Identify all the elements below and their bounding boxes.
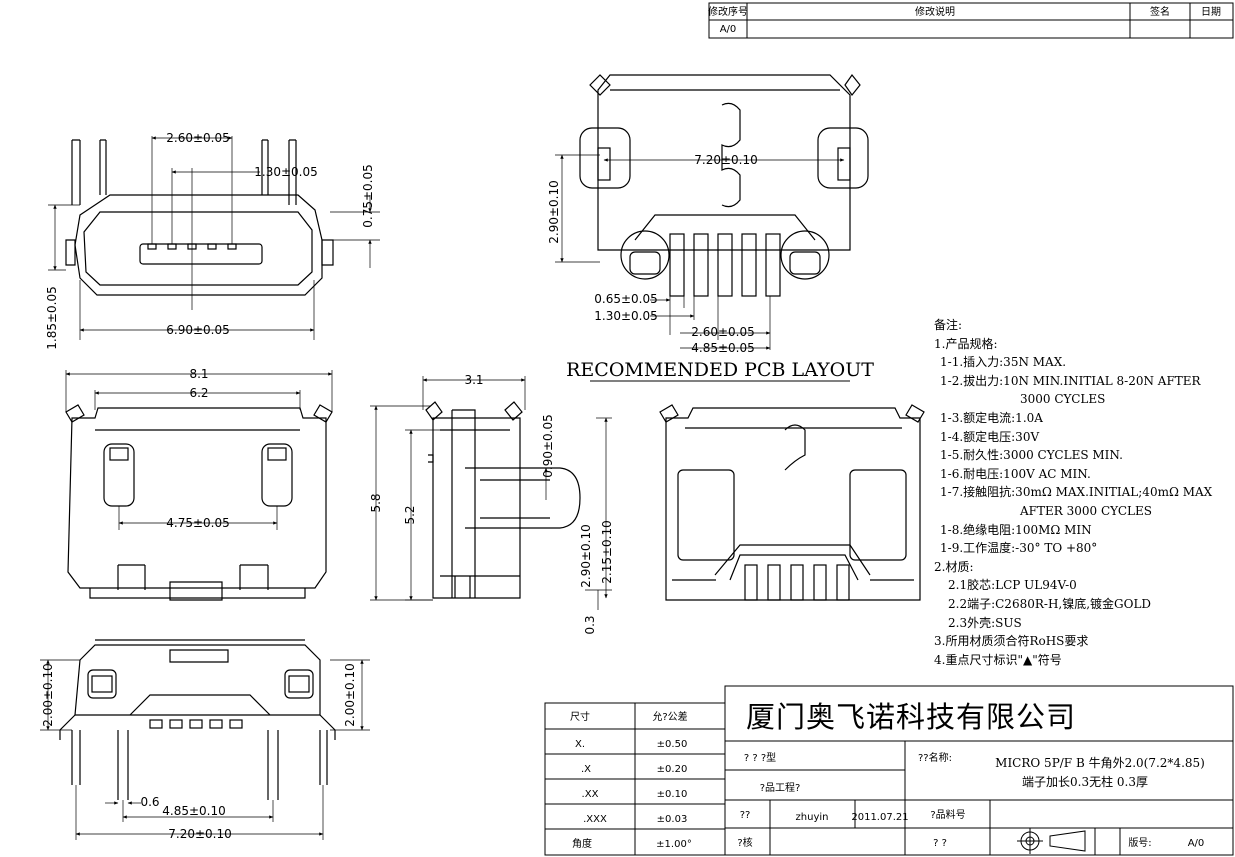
tol-row-4-key: 角度	[572, 837, 592, 850]
bottom-dim-span: 4.85±0.10	[162, 804, 226, 818]
tol-row-3-key: .XXX	[583, 814, 607, 825]
spec-item: 1-5.耐久性:3000 CYCLES MIN.	[940, 448, 1123, 463]
tb-part-no-label: ?品料号	[930, 808, 965, 821]
spec-item: 1-2.拔出力:10N MIN.INITIAL 8-20N AFTER	[940, 373, 1201, 388]
bottom-view-dims	[40, 659, 370, 840]
rev-header-date: 日期	[1201, 6, 1221, 18]
spec-item: 1-8.绝缘电阻:100MΩ MIN	[940, 522, 1092, 537]
front-view	[65, 139, 334, 296]
rev-header-no: 修改序号	[708, 5, 748, 18]
tol-row-0-val: ±0.50	[657, 739, 688, 750]
spec-item: 1-1.插入力:35N MAX.	[940, 355, 1067, 370]
spec-item: 1-9.工作温度:-30° TO +80°	[940, 541, 1098, 556]
material-item: 2.1胶芯:LCP UL94V-0	[948, 578, 1077, 593]
pcb-layout-view	[579, 73, 869, 297]
notes-panel: 备注: 1.产品规格: 1-1.插入力:35N MAX. 1-2.拔出力:10N…	[934, 316, 1234, 669]
title-block	[724, 685, 1234, 856]
tb-product-name: MICRO 5P/F B 牛角外2.0(7.2*4.85)	[995, 755, 1205, 770]
spec-item-cont: 3000 CYCLES	[1020, 392, 1106, 407]
tol-row-4-val: ±1.00°	[656, 839, 692, 850]
tb-drawn-label: ??	[740, 810, 751, 821]
material-item: 2.2端子:C2680R-H,镍底,镀金GOLD	[948, 596, 1152, 611]
top-dim-inner: 6.2	[189, 386, 208, 400]
side-view	[425, 401, 581, 599]
spec-item: 1-4.额定电压:30V	[940, 429, 1040, 444]
tol-row-3-val: ±0.03	[657, 814, 688, 825]
rev-header-sign: 签名	[1150, 5, 1170, 18]
tb-rev-value: A/0	[1188, 838, 1205, 849]
company-name: 厦门奥飞诺科技有限公司	[746, 700, 1077, 734]
tol-row-2-val: ±0.10	[657, 789, 688, 800]
top-view-dims	[65, 370, 333, 530]
rear-view	[659, 404, 925, 601]
side-dim-pin1: 2.90±0.10	[579, 524, 593, 588]
bottom-dim-right: 2.00±0.10	[343, 663, 357, 727]
front-dim-width: 6.90±0.05	[166, 323, 230, 337]
pcb-dim-pitch-small: 1.30±0.05	[594, 309, 658, 323]
rev-row-no: A/0	[720, 24, 737, 35]
spec-item: 1-3.额定电流:1.0A	[940, 410, 1043, 425]
key-dims-note: 4.重点尺寸标识"▲"符号	[934, 652, 1062, 667]
tol-row-0-key: X.	[575, 739, 585, 750]
spec-item-cont: AFTER 3000 CYCLES	[1020, 503, 1152, 518]
tol-header-tol: 允?公差	[652, 710, 687, 723]
tb-rev-label: 版号:	[1128, 836, 1151, 849]
tb-drawn-by: zhuyin	[796, 812, 829, 823]
tb-check-label: ?核	[737, 836, 752, 849]
notes-heading: 备注:	[934, 318, 963, 332]
tb-engineer-label: ?品工程?	[760, 782, 801, 794]
pcb-dim-width: 7.20±0.10	[694, 153, 758, 167]
rev-header-desc: 修改说明	[915, 5, 955, 18]
bottom-dim-width: 7.20±0.10	[168, 827, 232, 841]
side-dim-thick: 0.3	[583, 615, 597, 634]
spec-item: 1-6.耐电压:100V AC MIN.	[940, 466, 1091, 481]
front-dim-pitch: 2.60±0.05	[166, 131, 230, 145]
projection-symbol-icon	[1017, 828, 1086, 854]
spec-item: 1-7.接触阻抗:30mΩ MAX.INITIAL;40mΩ MAX	[940, 485, 1213, 500]
top-dim-holes: 4.75±0.05	[166, 516, 230, 530]
tol-row-2-key: .XX	[582, 789, 599, 800]
spec-heading: 1.产品规格:	[934, 336, 998, 351]
rohs-note: 3.所用材质须合符RoHS要求	[934, 634, 1089, 649]
pcb-layout-dims	[555, 154, 845, 350]
pcb-layout-title: RECOMMENDED PCB LAYOUT	[566, 359, 874, 381]
side-dim-total: 5.8	[369, 493, 383, 512]
side-dim-width: 3.1	[464, 373, 483, 387]
tb-product-desc: 端子加长0.3无柱 0.3厚	[1022, 774, 1148, 789]
tol-row-1-val: ±0.20	[657, 764, 688, 775]
top-dim-outer: 8.1	[189, 367, 208, 381]
material-item: 2.3外壳:SUS	[948, 615, 1022, 630]
tol-row-1-key: .X	[581, 764, 591, 775]
material-heading: 2.材质:	[934, 559, 974, 574]
revision-block	[708, 2, 1234, 39]
tb-name-label: ??名称:	[918, 751, 952, 764]
front-dim-height: 0.75±0.05	[361, 164, 375, 228]
pcb-dim-pad: 0.65±0.05	[594, 292, 658, 306]
side-dim-pin2: 2.15±0.10	[600, 520, 614, 584]
pcb-dim-height: 2.90±0.10	[547, 180, 561, 244]
tb-date: 2011.07.21	[851, 812, 908, 823]
pcb-dim-pitch: 2.60±0.05	[691, 325, 755, 339]
tol-header-size: 尺寸	[570, 710, 590, 723]
top-view	[65, 404, 333, 601]
side-view-dims	[370, 376, 612, 610]
side-dim-tab: 0.90±0.05	[541, 414, 555, 478]
pcb-dim-span: 4.85±0.05	[691, 341, 755, 355]
tb-model-label: ? ? ?型	[744, 751, 776, 764]
front-view-dims	[48, 136, 380, 340]
front-dim-side: 1.85±0.05	[45, 286, 59, 350]
tb-approve-label: ? ?	[933, 838, 947, 849]
tolerance-table	[544, 702, 726, 856]
bottom-dim-left: 2.00±0.10	[41, 663, 55, 727]
side-dim-body: 5.2	[403, 505, 417, 524]
bottom-view	[59, 639, 336, 800]
bottom-dim-pin: 0.6	[140, 795, 159, 809]
front-dim-pin: 1.30±0.05	[254, 165, 318, 179]
